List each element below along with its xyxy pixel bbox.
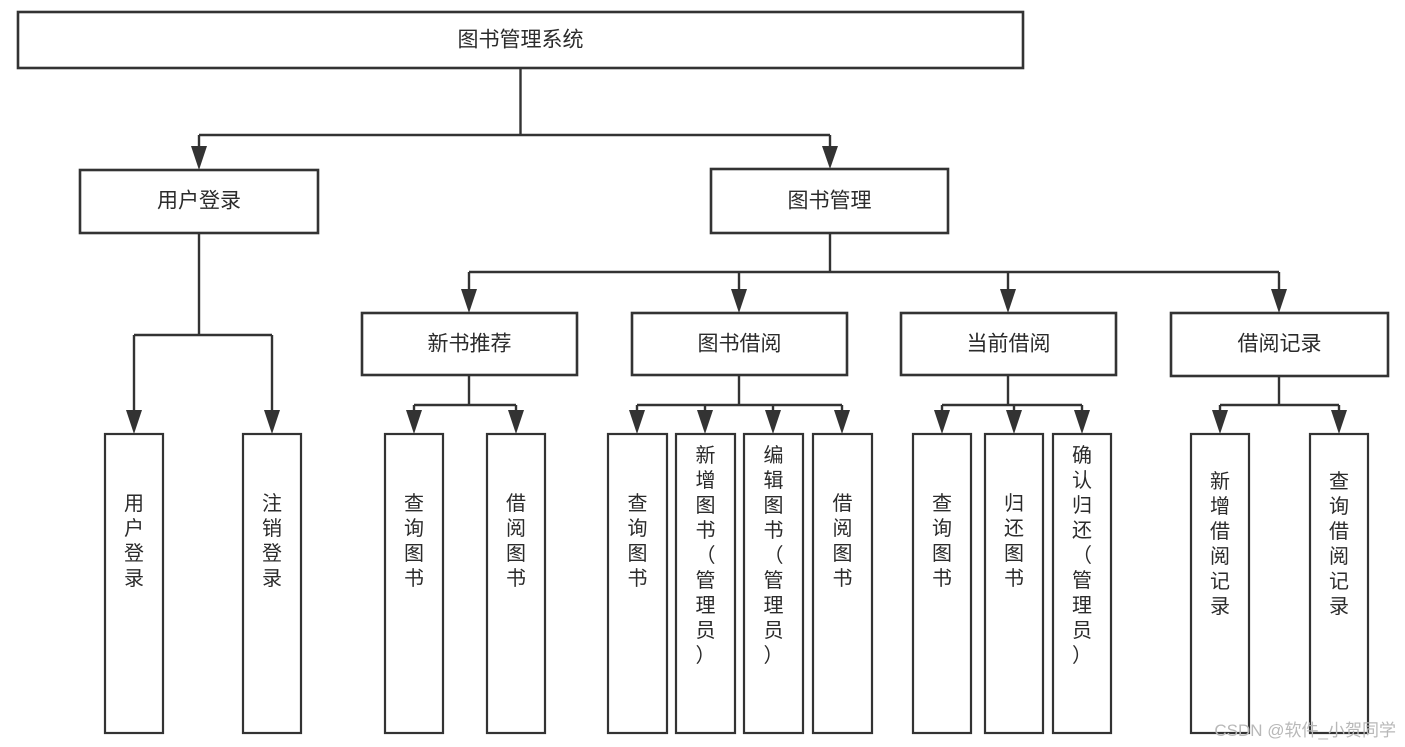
node-leaf-confirm-return-label: 确认归还（管理员） — [1072, 444, 1092, 667]
node-current-borrow[interactable]: 当前借阅 — [899, 311, 1118, 377]
node-leaf-user-login[interactable]: 用户登录 — [103, 432, 165, 735]
node-leaf-return-book-box[interactable] — [983, 432, 1045, 735]
arrow-head-leaf-query-book-2 — [629, 410, 645, 434]
arrow-head-leaf-query-book-1 — [406, 410, 422, 434]
node-book-management-box[interactable] — [709, 167, 950, 235]
node-user-login[interactable]: 用户登录 — [78, 168, 320, 235]
node-book-borrow[interactable]: 图书借阅 — [630, 311, 849, 377]
node-leaf-add-record-label: 新增借阅记录 — [1210, 470, 1230, 618]
node-leaf-user-logout-label: 注销登录 — [262, 492, 282, 590]
node-root-box[interactable] — [16, 10, 1025, 70]
node-new-book-recommend-label: 新书推荐 — [428, 333, 512, 356]
arrow-head-leaf-add-record — [1212, 410, 1228, 434]
node-leaf-edit-book[interactable]: 编辑图书（管理员） — [742, 432, 805, 735]
node-leaf-query-book-3-label: 查询图书 — [932, 492, 952, 590]
node-leaf-edit-book-box[interactable] — [742, 432, 805, 735]
arrow-head-user-login — [191, 146, 207, 170]
node-leaf-user-login-box[interactable] — [103, 432, 165, 735]
node-new-book-recommend[interactable]: 新书推荐 — [360, 311, 579, 377]
node-leaf-borrow-book-1-box[interactable] — [485, 432, 547, 735]
leaf-nodes-layer: 用户登录 注销登录 查询图书 借阅图书 查询图书 新增图书（管理员） — [103, 432, 1370, 735]
node-leaf-query-book-1-box[interactable] — [383, 432, 445, 735]
connectors-layer — [126, 68, 1347, 434]
node-book-borrow-box[interactable] — [630, 311, 849, 377]
node-leaf-query-record[interactable]: 查询借阅记录 — [1308, 432, 1370, 735]
node-leaf-add-record[interactable]: 新增借阅记录 — [1189, 432, 1251, 735]
arrow-head-leaf-user-login — [126, 410, 142, 434]
node-leaf-confirm-return[interactable]: 确认归还（管理员） — [1051, 432, 1113, 735]
node-user-login-label: 用户登录 — [157, 190, 241, 213]
arrow-head-leaf-borrow-book-1 — [508, 410, 524, 434]
arrow-head-new-book-recommend — [461, 289, 477, 313]
node-leaf-borrow-book-2-label: 借阅图书 — [833, 492, 853, 590]
arrow-head-current-borrow — [1000, 289, 1016, 313]
node-leaf-add-book[interactable]: 新增图书（管理员） — [674, 432, 737, 735]
arrow-head-leaf-borrow-book-2 — [834, 410, 850, 434]
node-leaf-query-book-1[interactable]: 查询图书 — [383, 432, 445, 735]
node-book-borrow-label: 图书借阅 — [698, 333, 782, 356]
arrow-head-book-management — [822, 146, 838, 169]
node-leaf-query-record-box[interactable] — [1308, 432, 1370, 735]
arrow-head-leaf-confirm-return — [1074, 410, 1090, 434]
node-borrow-record[interactable]: 借阅记录 — [1169, 311, 1390, 378]
node-root-label: 图书管理系统 — [458, 29, 584, 52]
arrow-head-leaf-return-book — [1006, 410, 1022, 434]
node-book-management[interactable]: 图书管理 — [709, 167, 950, 235]
node-book-management-label: 图书管理 — [788, 190, 872, 213]
node-leaf-query-book-1-label: 查询图书 — [404, 492, 424, 590]
arrow-head-leaf-query-book-3 — [934, 410, 950, 434]
node-leaf-add-record-box[interactable] — [1189, 432, 1251, 735]
node-leaf-query-book-3-box[interactable] — [911, 432, 973, 735]
node-leaf-add-book-box[interactable] — [674, 432, 737, 735]
node-leaf-query-book-3[interactable]: 查询图书 — [911, 432, 973, 735]
node-leaf-user-logout[interactable]: 注销登录 — [241, 432, 303, 735]
node-leaf-borrow-book-2-box[interactable] — [811, 432, 874, 735]
node-leaf-query-book-2-label: 查询图书 — [628, 492, 648, 590]
node-current-borrow-box[interactable] — [899, 311, 1118, 377]
node-leaf-borrow-book-1-label: 借阅图书 — [506, 492, 526, 590]
arrow-head-borrow-record — [1271, 289, 1287, 313]
arrow-head-leaf-add-book — [697, 410, 713, 434]
arrow-head-leaf-query-record — [1331, 410, 1347, 434]
node-borrow-record-label: 借阅记录 — [1238, 333, 1322, 356]
csdn-watermark: CSDN @软件_小贺同学 — [1214, 721, 1396, 740]
node-new-book-recommend-box[interactable] — [360, 311, 579, 377]
node-leaf-return-book[interactable]: 归还图书 — [983, 432, 1045, 735]
node-leaf-add-book-label: 新增图书（管理员） — [696, 444, 716, 667]
node-leaf-edit-book-label: 编辑图书（管理员） — [764, 444, 784, 667]
node-leaf-borrow-book-2[interactable]: 借阅图书 — [811, 432, 874, 735]
node-root[interactable]: 图书管理系统 — [16, 10, 1025, 70]
node-leaf-return-book-label: 归还图书 — [1004, 492, 1024, 590]
node-user-login-box[interactable] — [78, 168, 320, 235]
node-leaf-borrow-book-1[interactable]: 借阅图书 — [485, 432, 547, 735]
node-leaf-confirm-return-box[interactable] — [1051, 432, 1113, 735]
arrow-head-book-borrow — [731, 289, 747, 313]
node-leaf-query-book-2-box[interactable] — [606, 432, 669, 735]
node-leaf-query-record-label: 查询借阅记录 — [1329, 470, 1349, 618]
node-leaf-user-logout-box[interactable] — [241, 432, 303, 735]
node-leaf-query-book-2[interactable]: 查询图书 — [606, 432, 669, 735]
node-borrow-record-box[interactable] — [1169, 311, 1390, 378]
node-leaf-user-login-label: 用户登录 — [124, 493, 144, 590]
arrow-head-leaf-edit-book — [765, 410, 781, 434]
arrow-head-leaf-user-logout — [264, 410, 280, 434]
node-current-borrow-label: 当前借阅 — [967, 333, 1051, 356]
